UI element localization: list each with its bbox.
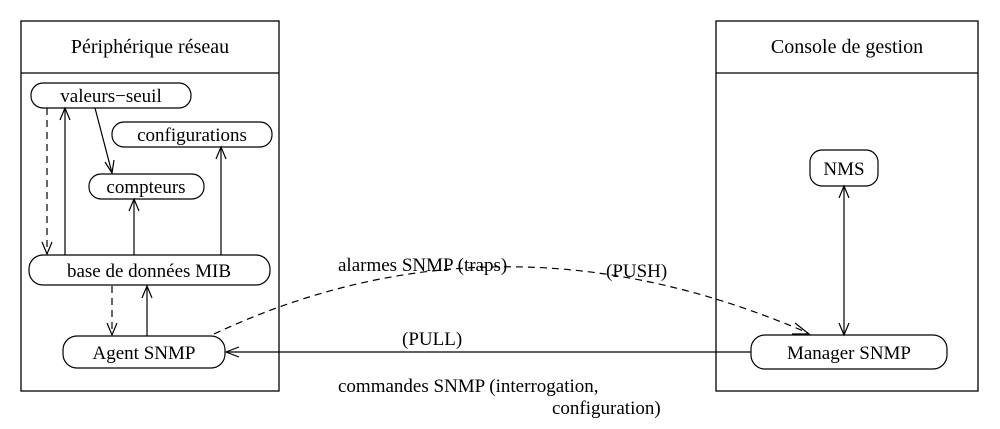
- node-manager: Manager SNMP: [750, 334, 948, 370]
- node-thresholds: valeurs−seuil: [30, 82, 192, 109]
- node-nms-label: NMS: [823, 159, 864, 180]
- arrow-traps-push: [213, 266, 811, 335]
- arrow-agent-to-mib: [141, 284, 153, 336]
- node-counters-label: compteurs: [106, 177, 185, 198]
- node-thresholds-label: valeurs−seuil: [60, 86, 161, 107]
- arrow-mib-to-counters: [128, 197, 140, 255]
- node-nms: NMS: [809, 149, 879, 187]
- pull-label: (PULL): [402, 329, 462, 350]
- console-title: Console de gestion: [771, 36, 923, 58]
- commands-label-line1: commandes SNMP (interrogation,: [338, 376, 599, 397]
- node-configurations-label: configurations: [137, 125, 247, 146]
- arrow-commands-pull: [224, 346, 751, 358]
- node-mib-box: [28, 254, 271, 286]
- push-label: (PUSH): [606, 261, 667, 282]
- device-title: Périphérique réseau: [71, 36, 229, 58]
- node-mib: base de données MIB: [28, 254, 271, 286]
- traps-label: alarmes SNMP (traps): [338, 255, 507, 276]
- node-configurations-box: [111, 121, 273, 148]
- node-counters: compteurs: [88, 173, 205, 200]
- arrow-mib-to-thresholds: [59, 106, 71, 255]
- arrow-nms-manager: [838, 184, 850, 337]
- arrow-thresholds-to-counters: [94, 107, 115, 175]
- node-manager-label: Manager SNMP: [787, 343, 911, 364]
- node-mib-label: base de données MIB: [67, 261, 231, 282]
- node-counters-box: [88, 173, 205, 200]
- arrow-mib-to-agent: [106, 286, 118, 337]
- node-configurations: configurations: [111, 121, 273, 148]
- node-thresholds-box: [30, 82, 192, 109]
- node-agent-label: Agent SNMP: [93, 343, 196, 364]
- arrow-mib-to-configurations: [215, 145, 227, 255]
- commands-label-line2: configuration): [552, 398, 661, 419]
- node-agent: Agent SNMP: [62, 335, 226, 369]
- arrow-thresholds-to-mib: [41, 108, 53, 256]
